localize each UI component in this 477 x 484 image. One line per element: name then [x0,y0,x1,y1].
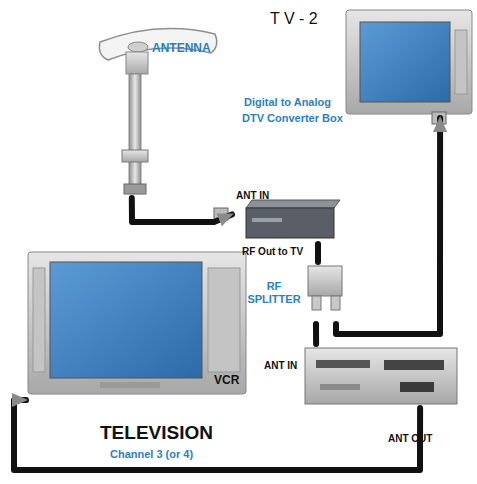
tv-cabinet [28,252,246,394]
antenna-pole [129,74,141,186]
tv-screen [360,22,450,102]
device-label: DTV Converter Box [242,112,343,125]
tv-cabinet [346,10,472,114]
tv-screen [50,262,202,378]
coax-cable [336,118,440,334]
tv-buttons [100,382,160,388]
port-label: ANT OUT [388,433,432,444]
rf-splitter-node: RF SPLITTER [246,262,350,324]
device-label: RF SPLITTER [246,280,302,305]
antenna-node: ANTENNA [90,18,225,198]
vcr-node: VCR [212,344,458,408]
antenna-hub [128,42,148,52]
splitter-body [308,266,342,296]
device-label: Digital to Analog [244,96,331,109]
vcr-body [305,348,457,404]
port-label: RF Out to TV [242,246,303,257]
vcr-slot [384,360,444,370]
converter-logo [252,218,282,222]
pole-base [124,184,146,194]
port-label: ANT IN [264,360,297,371]
vcr-slot [316,360,370,368]
antenna-element [99,29,216,60]
device-label: VCR [214,374,239,388]
coax-cable [315,244,321,262]
splitter-port [331,296,340,310]
coax-cable [14,400,420,470]
tv-speaker [455,30,467,94]
port-label: ANT IN [236,190,269,201]
tv-speaker [208,268,240,372]
coax-cable [132,198,232,222]
vcr-display [400,382,434,392]
splitter-port [312,296,321,310]
converter-box-node: Digital to AnalogDTV Converter Box [232,96,348,244]
television-node: TELEVISION Channel 3 (or 4) [26,250,248,465]
coax-cable [313,324,319,344]
device-label: TELEVISION [100,422,213,444]
converter-box [246,208,334,238]
converter-top [246,200,340,208]
device-label: ANTENNA [152,42,211,56]
tv-speaker [33,268,45,372]
pole-clamp [122,150,148,162]
device-label: T V - 2 [270,10,318,28]
antenna-mount [126,52,148,74]
vcr-buttons [320,384,360,390]
device-label: Channel 3 (or 4) [110,448,193,461]
